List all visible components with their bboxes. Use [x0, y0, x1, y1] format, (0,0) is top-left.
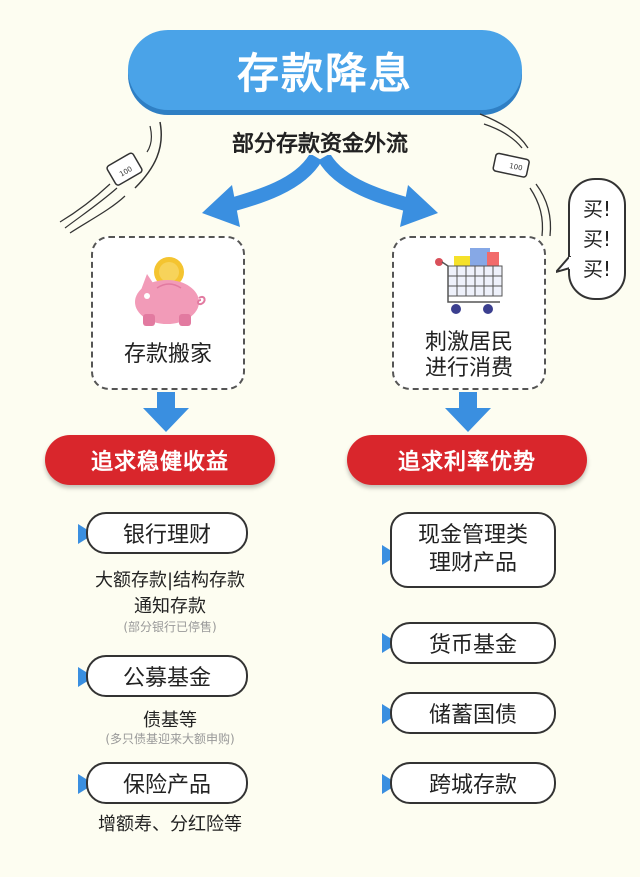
flying-money-left-icon: 100 — [59, 121, 162, 234]
item-bank-wealth: 银行理财 — [86, 512, 248, 554]
flying-money-right-icon: 100 — [479, 113, 552, 237]
note-bank-wealth-2: 通知存款 — [134, 596, 206, 617]
split-arrows-icon — [202, 155, 438, 227]
item-cross-city-deposit: 跨城存款 — [390, 762, 556, 804]
piggy-bank-icon — [135, 257, 206, 326]
item-public-fund-label: 公募基金 — [122, 666, 211, 691]
item-savings-bonds: 储蓄国债 — [390, 692, 556, 734]
shopping-cart-icon — [435, 248, 503, 314]
item-cash-management-line2: 理财产品 — [428, 551, 517, 576]
stimulate-consumption-label-line1: 刺激居民 — [424, 330, 513, 355]
item-savings-bonds-label: 储蓄国债 — [428, 703, 517, 728]
page-title: 存款降息 — [236, 48, 413, 98]
title-banner: 存款降息 — [128, 30, 522, 110]
svg-text:100: 100 — [508, 162, 523, 173]
note-insurance: 增额寿、分红险等 — [98, 814, 242, 835]
goal-rate-advantage-label: 追求利率优势 — [397, 450, 536, 475]
speech-line-3: 买! — [582, 257, 612, 281]
speech-bubble: 买! 买! 买! — [568, 178, 626, 300]
speech-line-2: 买! — [582, 227, 612, 251]
speech-line-1: 买! — [582, 197, 612, 221]
goal-rate-advantage: 追求利率优势 — [347, 435, 587, 485]
item-public-fund: 公募基金 — [86, 655, 248, 697]
item-insurance-label: 保险产品 — [122, 773, 211, 798]
item-cash-management-line1: 现金管理类 — [417, 523, 528, 548]
speech-bubble-tail-icon — [556, 256, 572, 274]
item-insurance: 保险产品 — [86, 762, 248, 804]
subtitle: 部分存款资金外流 — [231, 132, 408, 157]
down-arrow-right-icon — [445, 392, 491, 432]
note-public-fund-small: (多只债基迎来大额申购) — [105, 732, 235, 746]
down-arrow-left-icon — [143, 392, 189, 432]
goal-stable-returns-label: 追求稳健收益 — [90, 450, 229, 475]
deposit-move-box: 存款搬家 — [91, 236, 245, 390]
note-public-fund: 债基等 — [143, 710, 197, 731]
note-bank-wealth-1: 大额存款|结构存款 — [94, 570, 246, 591]
stimulate-consumption-box: 刺激居民 进行消费 — [392, 236, 546, 390]
note-bank-wealth-small: (部分银行已停售) — [123, 620, 217, 634]
item-cross-city-deposit-label: 跨城存款 — [428, 773, 517, 798]
item-bank-wealth-label: 银行理财 — [122, 523, 211, 548]
stimulate-consumption-label-line2: 进行消费 — [424, 356, 513, 381]
item-money-fund-label: 货币基金 — [428, 633, 517, 658]
deposit-move-label: 存款搬家 — [123, 342, 212, 367]
item-money-fund: 货币基金 — [390, 622, 556, 664]
item-cash-management: 现金管理类 理财产品 — [390, 512, 556, 588]
goal-stable-returns: 追求稳健收益 — [45, 435, 275, 485]
